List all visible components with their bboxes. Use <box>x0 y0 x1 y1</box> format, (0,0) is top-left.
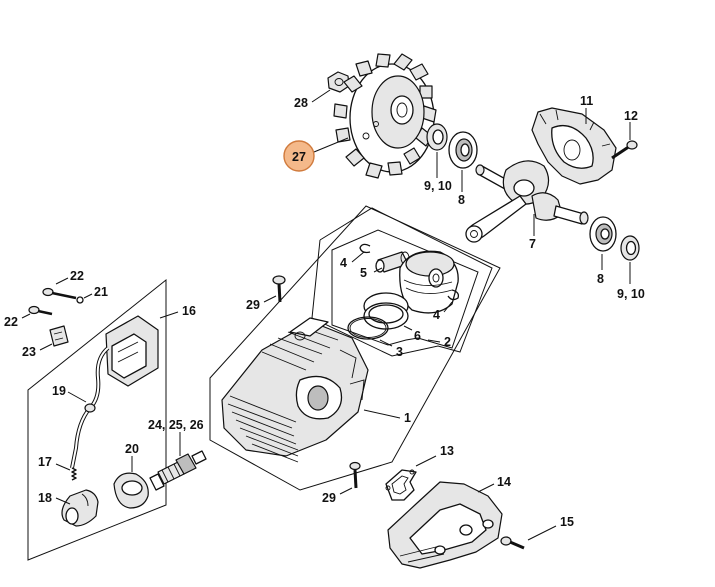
part-22-screw-lower[interactable] <box>28 305 53 316</box>
part-7-crankshaft[interactable] <box>465 160 589 243</box>
leader-18 <box>55 497 71 505</box>
callout-12[interactable]: 12 <box>624 109 638 123</box>
callout-3[interactable]: 3 <box>396 345 403 359</box>
part-3-ring[interactable] <box>347 316 389 340</box>
leader-29-b <box>339 487 353 495</box>
part-4-circlip-lower[interactable] <box>447 289 460 301</box>
part-14-muffler[interactable] <box>387 481 503 569</box>
callout-28[interactable]: 28 <box>294 96 308 110</box>
leader-22-b <box>21 313 31 319</box>
part-11-crankcase[interactable] <box>531 107 617 185</box>
leader-17 <box>55 463 71 471</box>
leader-1 <box>363 409 401 419</box>
callout-5[interactable]: 5 <box>360 266 367 280</box>
leader-22-a <box>55 277 69 285</box>
callout-29-a[interactable]: 29 <box>246 298 260 312</box>
callout-4-a[interactable]: 4 <box>340 256 347 270</box>
part-17-spring[interactable] <box>71 467 77 481</box>
part-9-10-oil-seal-left[interactable] <box>426 123 448 151</box>
callout-21[interactable]: 21 <box>94 285 108 299</box>
callout-29-b[interactable]: 29 <box>322 491 336 505</box>
leader-16 <box>159 311 179 319</box>
callout-2[interactable]: 2 <box>444 335 451 349</box>
callout-14[interactable]: 14 <box>497 475 511 489</box>
leader-4-a <box>351 251 365 263</box>
callout-16[interactable]: 16 <box>182 304 196 318</box>
part-4-circlip-upper[interactable] <box>359 243 371 254</box>
leader-6 <box>403 325 413 331</box>
part-29-screw-lower[interactable] <box>349 461 361 489</box>
callout-27[interactable]: 27 <box>292 150 306 164</box>
box-ignition <box>27 278 167 561</box>
part-20-cap[interactable] <box>113 472 149 509</box>
leader-13 <box>415 455 437 467</box>
callout-27-highlight <box>283 140 315 172</box>
part-22-screw-upper[interactable] <box>42 287 77 300</box>
leader-2 <box>427 339 441 343</box>
callout-9-10-a[interactable]: 9, 10 <box>424 179 452 193</box>
callout-15[interactable]: 15 <box>560 515 574 529</box>
leader-28 <box>311 89 331 103</box>
callout-19[interactable]: 19 <box>52 384 66 398</box>
callout-24-25-26[interactable]: 24, 25, 26 <box>148 418 204 432</box>
callout-22-a[interactable]: 22 <box>70 269 84 283</box>
callout-17[interactable]: 17 <box>38 455 52 469</box>
callout-18[interactable]: 18 <box>38 491 52 505</box>
part-24-25-26-spark-plug[interactable] <box>149 450 207 491</box>
part-29-screw-upper[interactable] <box>272 275 286 303</box>
leader-27 <box>313 137 349 153</box>
part-1-cylinder[interactable] <box>221 317 369 463</box>
part-19-ignition-lead[interactable] <box>70 346 110 469</box>
callout-9-10-b[interactable]: 9, 10 <box>617 287 645 301</box>
part-23-spacer[interactable] <box>49 325 69 347</box>
part-16-ignition-module[interactable] <box>105 315 159 387</box>
part-27-flywheel[interactable] <box>333 53 437 179</box>
part-12-screw[interactable] <box>611 140 638 160</box>
leader-29-a <box>263 295 277 303</box>
part-8-bearing-left[interactable] <box>448 131 478 169</box>
leader-15 <box>527 525 557 541</box>
part-13-gasket[interactable] <box>385 469 417 501</box>
callout-4-b[interactable]: 4 <box>433 308 440 322</box>
callout-8-a[interactable]: 8 <box>458 193 465 207</box>
leader-3 <box>379 339 393 347</box>
part-15-screw[interactable] <box>500 536 525 550</box>
leader-21 <box>83 293 93 299</box>
callout-23[interactable]: 23 <box>22 345 36 359</box>
callout-13[interactable]: 13 <box>440 444 454 458</box>
leader-19 <box>67 391 87 403</box>
leader-14 <box>477 483 495 493</box>
callout-1[interactable]: 1 <box>404 411 411 425</box>
box-piston-group <box>331 229 479 349</box>
part-8-bearing-right[interactable] <box>589 216 617 252</box>
box-cylinder <box>209 205 501 491</box>
callout-20[interactable]: 20 <box>125 442 139 456</box>
callout-11[interactable]: 11 <box>580 94 593 108</box>
leader-23 <box>39 343 53 351</box>
leader-4-b <box>443 301 453 313</box>
callout-22-b[interactable]: 22 <box>4 315 18 329</box>
leader-5 <box>373 267 383 273</box>
part-piston[interactable] <box>399 250 459 314</box>
callout-6[interactable]: 6 <box>414 329 421 343</box>
part-9-10-oil-seal-right[interactable] <box>620 235 640 261</box>
callout-7[interactable]: 7 <box>529 237 536 251</box>
callout-8-b[interactable]: 8 <box>597 272 604 286</box>
part-21-washer[interactable] <box>76 296 84 304</box>
part-18-plug-boot[interactable] <box>61 489 99 527</box>
